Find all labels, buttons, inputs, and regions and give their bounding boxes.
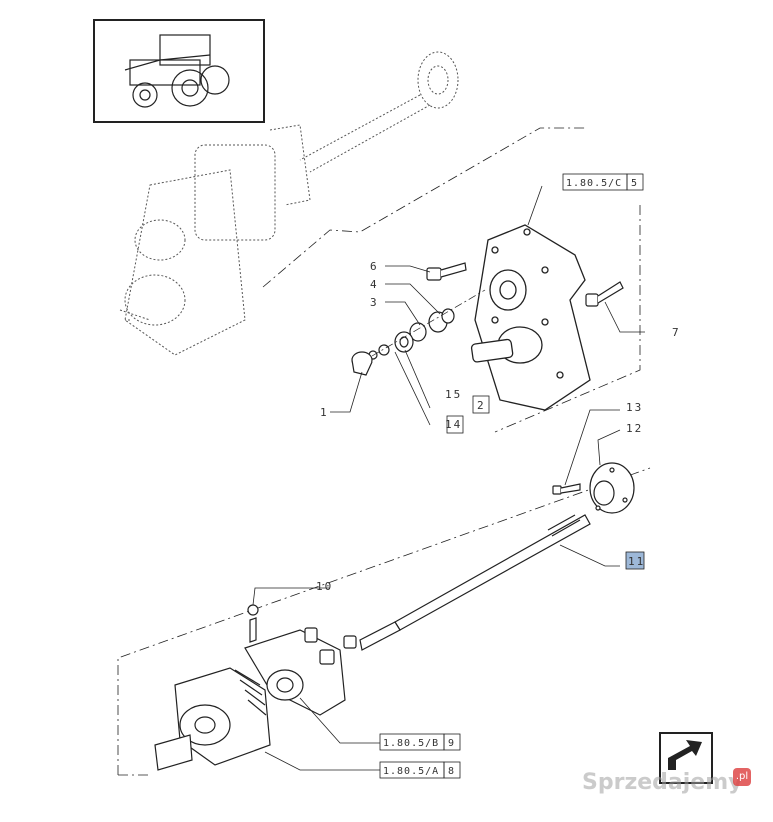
bracket-assembly <box>244 604 346 716</box>
callout-14: 14 <box>445 418 462 431</box>
bolt-7 <box>585 281 624 307</box>
lower-boundary <box>117 467 651 776</box>
ref-b: 1.80.5/B <box>383 738 439 749</box>
shaft-11 <box>343 514 591 651</box>
watermark-text: Sprzedajemy <box>582 770 743 795</box>
callout-7: 7 <box>672 326 681 339</box>
callout-15: 15 <box>445 388 462 401</box>
callout-10: 10 <box>316 580 333 593</box>
ref-a-num: 8 <box>448 766 455 777</box>
leader-lines <box>252 185 645 771</box>
ref-a: 1.80.5/A <box>383 766 439 777</box>
callout-11[interactable]: 11 <box>628 555 645 568</box>
cap-1 <box>351 351 373 376</box>
callout-12: 12 <box>626 422 643 435</box>
boxed-callouts <box>379 173 645 779</box>
gearbox-housing <box>470 224 591 411</box>
ref-c-num: 5 <box>631 178 638 189</box>
callout-3: 3 <box>370 296 379 309</box>
ref-b-num: 9 <box>448 738 455 749</box>
callout-2: 2 <box>477 399 486 412</box>
bolt-6 <box>426 262 467 281</box>
clutch-housing <box>154 667 271 771</box>
seals-rings <box>368 308 455 360</box>
ref-c: 1.80.5/C <box>566 178 622 189</box>
callouts: 6 4 3 1 7 15 14 13 12 10 <box>316 260 681 593</box>
callout-13: 13 <box>626 401 643 414</box>
callout-6: 6 <box>370 260 379 273</box>
callout-1: 1 <box>320 406 329 419</box>
upper-pto-assembly <box>119 51 459 356</box>
watermark-badge: .pl <box>733 768 751 786</box>
bolt-13 <box>552 483 581 495</box>
flange-12 <box>589 462 635 514</box>
tractor-thumbnail <box>93 19 265 123</box>
next-page-arrow-icon[interactable] <box>659 732 713 784</box>
upper-boundary <box>262 127 641 433</box>
callout-4: 4 <box>370 278 379 291</box>
